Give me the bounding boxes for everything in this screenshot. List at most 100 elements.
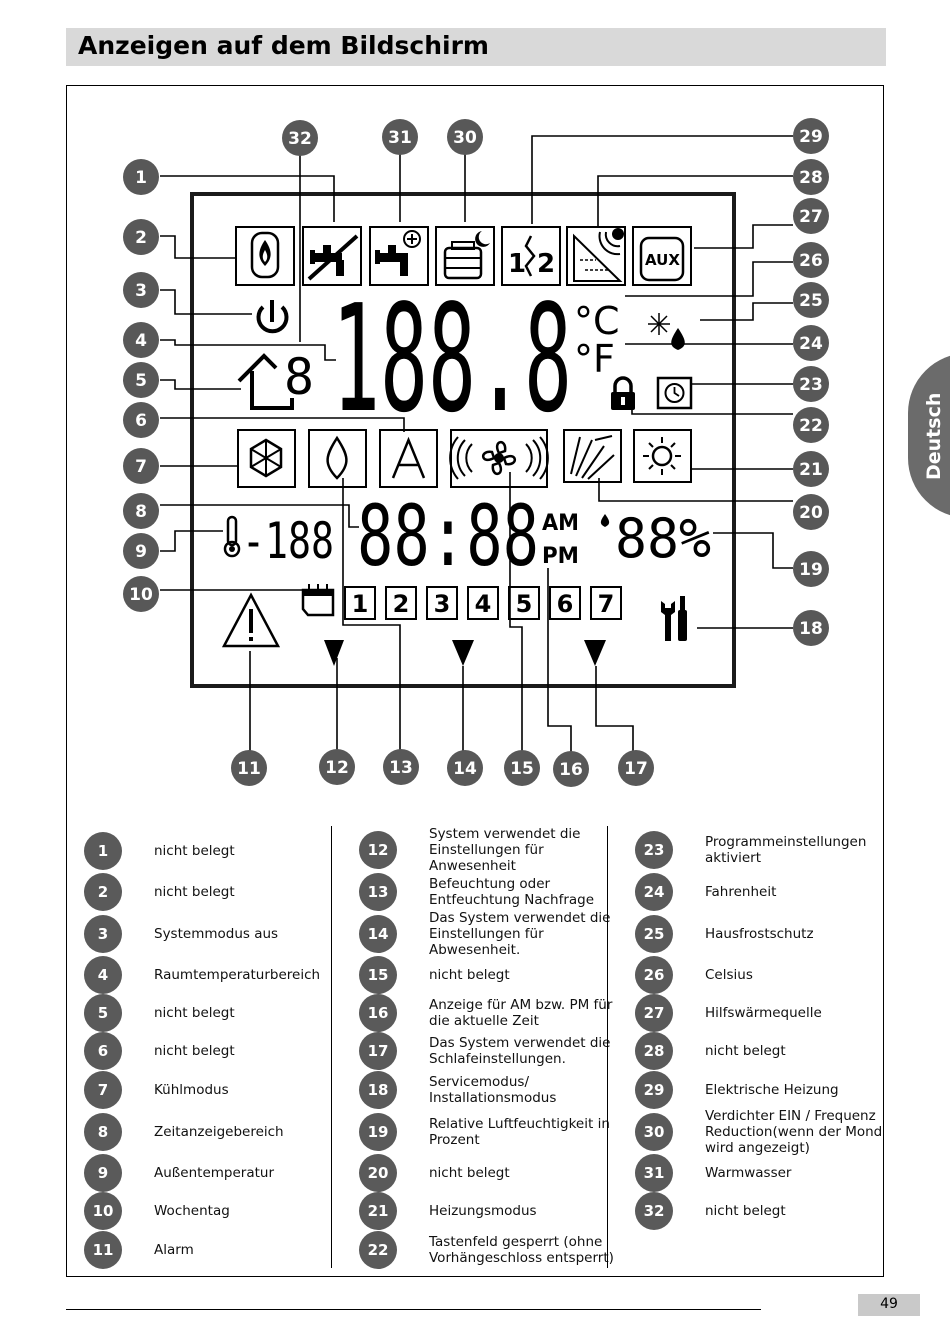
boiler-flame-icon [235, 226, 295, 286]
page-title: Anzeigen auf dem Bildschirm [78, 31, 489, 60]
legend-item: 30 Verdichter EIN / Frequenz Reduction(we… [635, 1108, 905, 1156]
legend-description: nicht belegt [154, 1043, 235, 1059]
callout-marker: 32 [282, 120, 318, 156]
legend-description: Kühlmodus [154, 1082, 229, 1098]
callout-marker: 3 [123, 272, 159, 308]
legend-item: 2 nicht belegt [84, 873, 354, 911]
display-diagram: 1 2 AUX 8 188.8 °C °F [123, 118, 829, 787]
legend-number: 30 [635, 1113, 673, 1151]
svg-text:1: 1 [508, 249, 526, 279]
legend-number: 23 [635, 831, 673, 869]
callout-number: 30 [453, 128, 477, 148]
legend-description: Programmeinstellungen aktiviert [705, 834, 867, 866]
weekday-box: 4 [467, 586, 499, 620]
legend-item: 23 Programmeinstellungen aktiviert [635, 831, 905, 869]
humidity-drop-icon [308, 429, 367, 488]
page-header: Anzeigen auf dem Bildschirm [66, 28, 886, 66]
callout-marker: 4 [123, 322, 159, 358]
thermometer-icon [223, 515, 241, 558]
svg-text:2: 2 [537, 249, 555, 279]
callout-number: 24 [799, 334, 823, 354]
legend-description: Alarm [154, 1242, 194, 1258]
language-tab-label: Deutsch [923, 392, 945, 480]
callout-marker: 29 [793, 118, 829, 154]
page-number: 49 [880, 1296, 898, 1312]
presence-marker-icon [324, 640, 344, 666]
callout-marker: 9 [123, 533, 159, 569]
legend-number: 4 [84, 956, 122, 994]
legend-description: Celsius [705, 967, 753, 983]
legend-description: Verdichter EIN / Frequenz Reduction(wenn… [705, 1108, 883, 1156]
callout-marker: 11 [231, 750, 267, 786]
callout-marker: 21 [793, 451, 829, 487]
callout-number: 12 [325, 758, 349, 778]
legend-number: 11 [84, 1231, 122, 1269]
weekday-number: 3 [434, 590, 451, 618]
callout-number: 31 [388, 128, 412, 148]
legend-number: 1 [84, 832, 122, 870]
legend-number: 21 [359, 1192, 397, 1230]
legend-number: 16 [359, 994, 397, 1032]
cooling-snowflake-icon [237, 429, 296, 488]
legend-description: nicht belegt [154, 884, 235, 900]
callout-number: 13 [389, 758, 413, 778]
weekday-number: 5 [516, 590, 533, 618]
legend-description: nicht belegt [705, 1043, 786, 1059]
legend-number: 32 [635, 1192, 673, 1230]
legend-number: 31 [635, 1154, 673, 1192]
power-icon [256, 300, 289, 334]
callout-marker: 22 [793, 407, 829, 443]
callout-number: 5 [135, 371, 147, 391]
content-frame [66, 85, 884, 1277]
callout-number: 10 [129, 585, 153, 605]
legend-number: 5 [84, 994, 122, 1032]
callout-number: 3 [135, 281, 147, 301]
heating-sun-icon [633, 429, 692, 483]
program-clock-icon [656, 376, 693, 410]
weekday-box: 3 [426, 586, 458, 620]
legend-number: 7 [84, 1071, 122, 1109]
legend-number: 26 [635, 956, 673, 994]
tap-crossed-icon [302, 226, 362, 286]
callout-number: 23 [799, 375, 823, 395]
legend-number: 20 [359, 1154, 397, 1192]
legend-description: nicht belegt [705, 1203, 786, 1219]
main-temperature: 188.8 [332, 273, 572, 445]
callout-marker: 2 [123, 219, 159, 255]
house-icon [237, 353, 294, 410]
solar-panel-icon [566, 226, 626, 286]
callout-marker: 19 [793, 551, 829, 587]
legend-number: 2 [84, 873, 122, 911]
weekday-box: 5 [508, 586, 540, 620]
callout-number: 19 [799, 560, 823, 580]
weekday-number: 1 [352, 590, 369, 618]
callout-number: 20 [799, 503, 823, 523]
callout-marker: 28 [793, 159, 829, 195]
legend-number: 10 [84, 1192, 122, 1230]
weekday-box: 2 [385, 586, 417, 620]
time-display: 88:88 [357, 487, 539, 585]
legend-description: Raumtemperaturbereich [154, 967, 321, 983]
legend-number: 27 [635, 994, 673, 1032]
page-number-box: 49 [858, 1294, 920, 1316]
weekday-box: 7 [590, 586, 622, 620]
legend-description: Außentemperatur [154, 1165, 275, 1181]
weekday-number: 7 [598, 590, 615, 618]
legend-number: 12 [359, 831, 397, 869]
legend-number: 13 [359, 873, 397, 911]
sleep-marker-icon [584, 640, 606, 666]
callout-marker: 14 [447, 750, 483, 786]
